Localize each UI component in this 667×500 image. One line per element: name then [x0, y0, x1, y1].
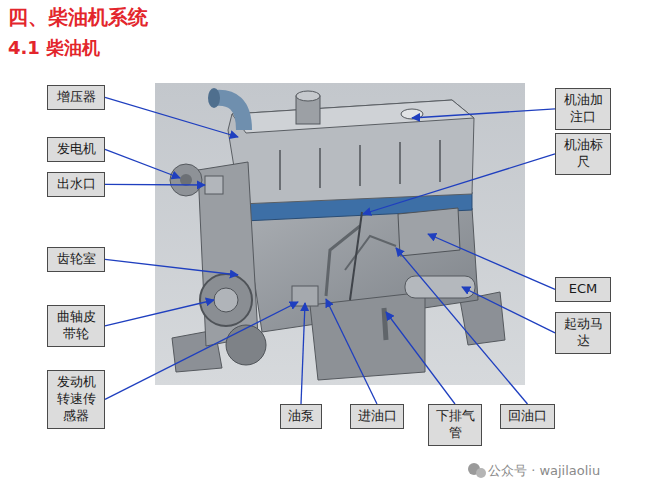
- callout-box: 出水口: [47, 172, 105, 197]
- damper: [226, 325, 266, 365]
- cover-ribs: [280, 140, 440, 190]
- leader-line: [326, 299, 377, 404]
- leader-line: [105, 97, 238, 137]
- leader-line: [462, 287, 555, 333]
- section-heading: 4.1 柴油机: [8, 36, 100, 60]
- callout-box: 机油加注口: [555, 88, 611, 130]
- callout-box: 齿轮室: [47, 247, 105, 272]
- leader-line: [412, 109, 555, 118]
- part-name: 增压器: [54, 89, 98, 106]
- watermark-icon: [476, 468, 486, 478]
- gear-housing: [198, 162, 258, 346]
- part-name: 油泵: [287, 408, 315, 425]
- part-name: 齿轮室: [54, 251, 98, 268]
- callout-box: 油泵: [280, 404, 322, 429]
- part-name: ECM: [562, 281, 604, 298]
- part-name: 进油口: [357, 408, 397, 425]
- part-name: 机油加注口: [562, 92, 604, 126]
- starter-motor: [405, 276, 475, 298]
- part-name: 曲轴皮带轮: [54, 309, 98, 343]
- exhaust-pipe: [384, 308, 386, 340]
- callout-box: 曲轴皮带轮: [47, 305, 105, 347]
- alternator: [170, 164, 202, 196]
- alternator-hub: [180, 174, 192, 186]
- rocker-cover: [228, 100, 474, 204]
- leader-line: [105, 300, 214, 326]
- leader-line: [363, 154, 555, 214]
- watermark: 公众号 · wajilaoliu: [488, 462, 600, 480]
- leader-line: [386, 312, 455, 404]
- part-name: 发动机转速传感器: [54, 374, 98, 425]
- part-name: 机油标尺: [562, 137, 604, 171]
- leader-line: [105, 184, 205, 186]
- leader-line: [396, 248, 528, 404]
- leader-line: [105, 149, 180, 178]
- leader-line: [105, 302, 298, 399]
- part-name: 下排气管: [435, 408, 475, 442]
- dipstick: [350, 212, 362, 300]
- part-name: 发电机: [54, 141, 98, 158]
- turbo-inlet: [208, 88, 220, 108]
- part-name: 起动马达: [562, 316, 604, 350]
- leader-line: [105, 259, 238, 275]
- callout-box: 发动机转速传感器: [47, 370, 105, 429]
- part-name: 出水口: [54, 176, 98, 193]
- callout-box: 发电机: [47, 137, 105, 162]
- oil-pan: [310, 292, 425, 380]
- water-outlet: [205, 176, 223, 194]
- callout-box: ECM: [555, 277, 611, 302]
- callout-box: 下排气管: [428, 404, 482, 446]
- callout-box: 回油口: [500, 404, 555, 429]
- crank-pulley: [200, 274, 252, 326]
- callout-box: 起动马达: [555, 312, 611, 354]
- leader-line: [428, 234, 555, 289]
- callout-box: 机油标尺: [555, 133, 611, 175]
- callout-box: 进油口: [350, 404, 404, 429]
- callout-box: 增压器: [47, 85, 105, 110]
- pulley-hub: [214, 288, 238, 312]
- part-name: 回油口: [507, 408, 548, 425]
- exhaust-top: [296, 91, 320, 101]
- ecm-module: [398, 208, 460, 256]
- page-title: 四、柴油机系统: [8, 4, 148, 31]
- leader-line: [301, 303, 305, 404]
- return-pipe: [345, 236, 396, 270]
